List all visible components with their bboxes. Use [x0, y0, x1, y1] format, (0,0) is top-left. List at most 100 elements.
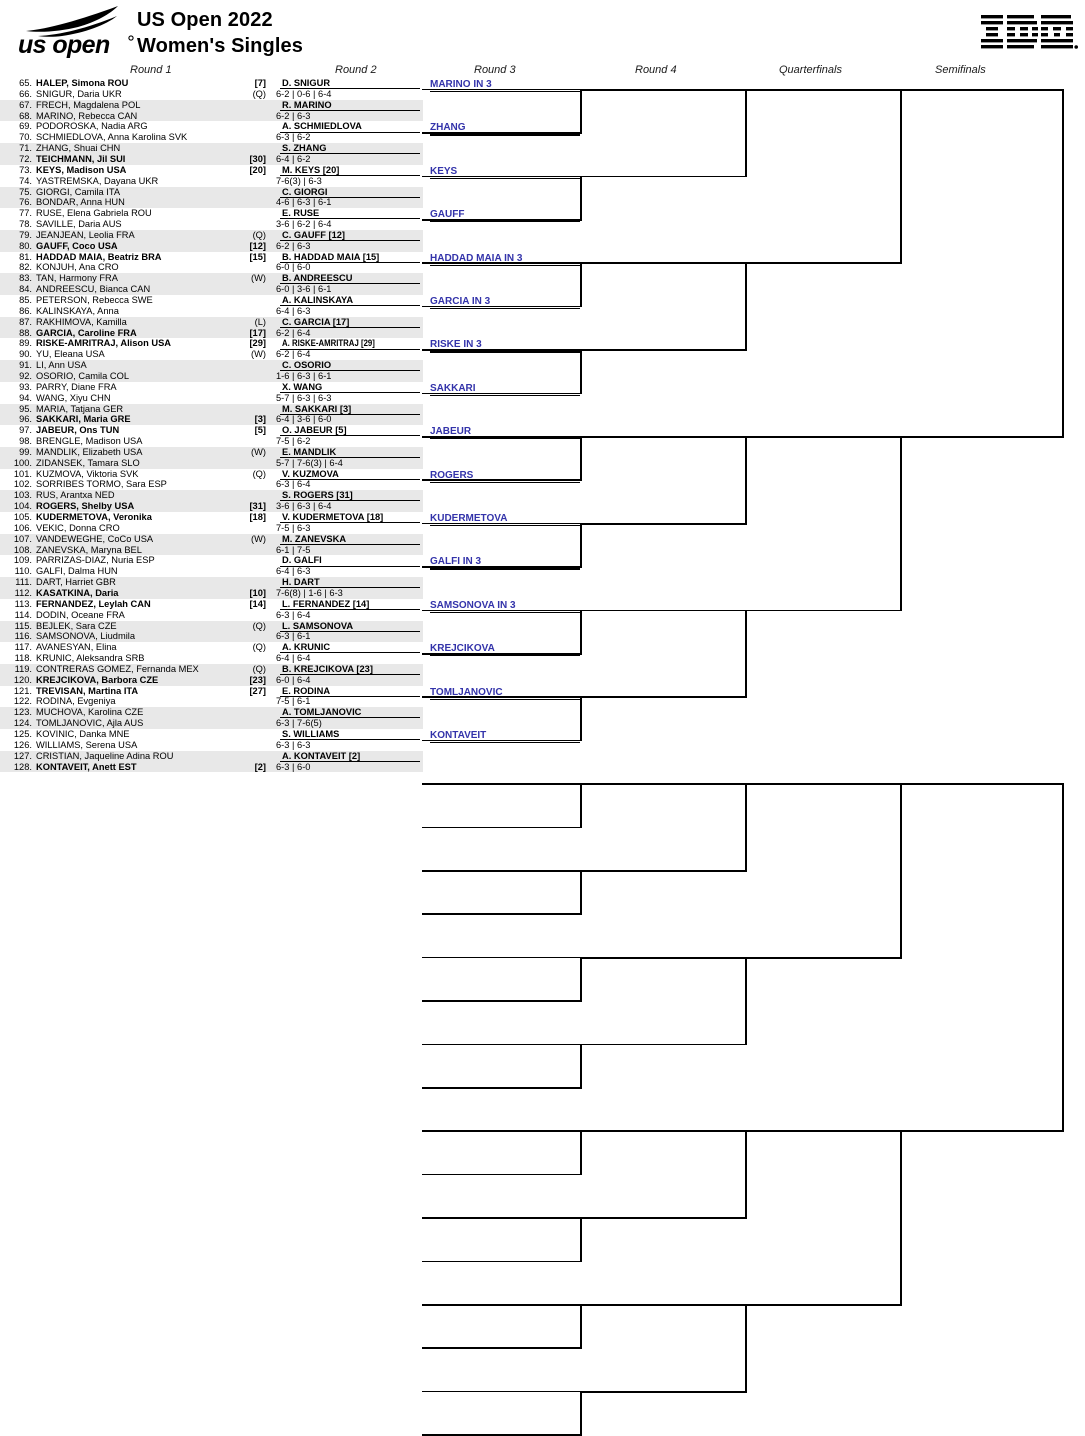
round3-slot[interactable]: MARINO IN 3 [430, 79, 582, 93]
round1-entry[interactable]: 97.JABEUR, Ons TUN[5] [0, 425, 268, 436]
round1-entry[interactable]: 126.WILLIAMS, Serena USA [0, 740, 268, 751]
round1-entry[interactable]: 100.ZIDANSEK, Tamara SLO [0, 458, 268, 469]
round3-slot[interactable]: GAUFF [430, 209, 582, 223]
round1-entry[interactable]: 68.MARINO, Rebecca CAN [0, 111, 268, 122]
round1-entry[interactable]: 125.KOVINIC, Danka MNE [0, 729, 268, 740]
round1-entry[interactable]: 110.GALFI, Dalma HUN [0, 566, 268, 577]
round1-entry[interactable]: 74.YASTREMSKA, Dayana UKR [0, 176, 268, 187]
round3-slot[interactable]: SAKKARI [430, 383, 582, 397]
round1-entry[interactable]: 99.MANDLIK, Elizabeth USA(W) [0, 447, 268, 458]
round1-entry[interactable]: 89.RISKE-AMRITRAJ, Alison USA[29] [0, 338, 268, 349]
round2-slot[interactable]: A. RISKE-AMRITRAJ [29]6-2 | 6-4 [272, 338, 422, 360]
round1-entry[interactable]: 98.BRENGLE, Madison USA [0, 436, 268, 447]
round1-entry[interactable]: 86.KALINSKAYA, Anna [0, 306, 268, 317]
round1-entry[interactable]: 77.RUSE, Elena Gabriela ROU [0, 208, 268, 219]
round2-slot[interactable]: M. KEYS [20]7-6(3) | 6-3 [272, 165, 422, 187]
round1-entry[interactable]: 87.RAKHIMOVA, Kamilla(L) [0, 317, 268, 328]
round1-entry[interactable]: 124.TOMLJANOVIC, Ajla AUS [0, 718, 268, 729]
round1-entry[interactable]: 102.SORRIBES TORMO, Sara ESP [0, 479, 268, 490]
round1-entry[interactable]: 101.KUZMOVA, Viktoria SVK(Q) [0, 469, 268, 480]
round1-entry[interactable]: 94.WANG, Xiyu CHN [0, 393, 268, 404]
round1-entry[interactable]: 65.HALEP, Simona ROU[7] [0, 78, 268, 89]
round3-slot[interactable]: SAMSONOVA IN 3 [430, 600, 582, 614]
round1-entry[interactable]: 71.ZHANG, Shuai CHN [0, 143, 268, 154]
round3-slot[interactable]: GARCIA IN 3 [430, 296, 582, 310]
round2-slot[interactable]: C. GARCIA [17]6-2 | 6-4 [272, 317, 422, 339]
round2-slot[interactable]: A. KONTAVEIT [2]6-3 | 6-0 [272, 751, 422, 773]
round1-entry[interactable]: 121.TREVISAN, Martina ITA[27] [0, 686, 268, 697]
round1-entry[interactable]: 105.KUDERMETOVA, Veronika[18] [0, 512, 268, 523]
round1-entry[interactable]: 109.PARRIZAS-DIAZ, Nuria ESP [0, 555, 268, 566]
round3-slot[interactable]: JABEUR [430, 426, 582, 440]
round3-slot[interactable]: HADDAD MAIA IN 3 [430, 253, 582, 267]
round1-entry[interactable]: 128.KONTAVEIT, Anett EST[2] [0, 762, 268, 773]
round3-slot[interactable]: RISKE IN 3 [430, 339, 582, 353]
round1-entry[interactable]: 69.PODOROSKA, Nadia ARG [0, 121, 268, 132]
round1-entry[interactable]: 93.PARRY, Diane FRA [0, 382, 268, 393]
round1-entry[interactable]: 67.FRECH, Magdalena POL [0, 100, 268, 111]
round1-entry[interactable]: 115.BEJLEK, Sara CZE(Q) [0, 621, 268, 632]
round2-slot[interactable]: S. ROGERS [31]3-6 | 6-3 | 6-4 [272, 490, 422, 512]
round1-entry[interactable]: 91.LI, Ann USA [0, 360, 268, 371]
round1-entry[interactable]: 116.SAMSONOVA, Liudmila [0, 631, 268, 642]
round1-entry[interactable]: 120.KREJCIKOVA, Barbora CZE[23] [0, 675, 268, 686]
round1-entry[interactable]: 122.RODINA, Evgeniya [0, 696, 268, 707]
round1-entry[interactable]: 76.BONDAR, Anna HUN [0, 197, 268, 208]
round1-entry[interactable]: 81.HADDAD MAIA, Beatriz BRA[15] [0, 252, 268, 263]
round1-entry[interactable]: 104.ROGERS, Shelby USA[31] [0, 501, 268, 512]
round2-slot[interactable]: C. GAUFF [12]6-2 | 6-3 [272, 230, 422, 252]
round1-entry[interactable]: 85.PETERSON, Rebecca SWE [0, 295, 268, 306]
round1-entry[interactable]: 112.KASATKINA, Daria[10] [0, 588, 268, 599]
round1-entry[interactable]: 75.GIORGI, Camila ITA [0, 187, 268, 198]
round2-slot[interactable]: V. KUDERMETOVA [18]7-5 | 6-3 [272, 512, 422, 534]
round3-slot[interactable]: TOMLJANOVIC [430, 687, 582, 701]
round1-entry[interactable]: 114.DODIN, Oceane FRA [0, 610, 268, 621]
round1-entry[interactable]: 118.KRUNIC, Aleksandra SRB [0, 653, 268, 664]
round1-entry[interactable]: 108.ZANEVSKA, Maryna BEL [0, 545, 268, 556]
round1-entry[interactable]: 95.MARIA, Tatjana GER [0, 404, 268, 415]
round1-entry[interactable]: 80.GAUFF, Coco USA[12] [0, 241, 268, 252]
round3-slot[interactable]: KEYS [430, 166, 582, 180]
round1-entry[interactable]: 111.DART, Harriet GBR [0, 577, 268, 588]
round1-entry[interactable]: 88.GARCIA, Caroline FRA[17] [0, 328, 268, 339]
round1-entry[interactable]: 84.ANDREESCU, Bianca CAN [0, 284, 268, 295]
round2-slot[interactable]: M. SAKKARI [3]6-4 | 3-6 | 6-0 [272, 404, 422, 426]
round1-entry[interactable]: 113.FERNANDEZ, Leylah CAN[14] [0, 599, 268, 610]
round1-entry[interactable]: 90.YU, Eleana USA(W) [0, 349, 268, 360]
round2-slot[interactable]: O. JABEUR [5]7-5 | 6-2 [272, 425, 422, 447]
round3-slot[interactable]: KUDERMETOVA [430, 513, 582, 527]
round2-slot[interactable]: B. HADDAD MAIA [15]6-0 | 6-0 [272, 252, 422, 274]
round3-slot[interactable]: ZHANG [430, 122, 582, 136]
round1-entry[interactable]: 127.CRISTIAN, Jaqueline Adina ROU [0, 751, 268, 762]
round1-entry[interactable]: 78.SAVILLE, Daria AUS [0, 219, 268, 230]
round1-entry[interactable]: 96.SAKKARI, Maria GRE[3] [0, 414, 268, 425]
round1-entry[interactable]: 107.VANDEWEGHE, CoCo USA(W) [0, 534, 268, 545]
round3-slot[interactable]: ROGERS [430, 470, 582, 484]
round1-entry[interactable]: 70.SCHMIEDLOVA, Anna Karolina SVK [0, 132, 268, 143]
round1-entry[interactable]: 73.KEYS, Madison USA[20] [0, 165, 268, 176]
round1-entry[interactable]: 79.JEANJEAN, Leolia FRA(Q) [0, 230, 268, 241]
round3-slot[interactable]: KONTAVEIT [430, 730, 582, 744]
round1-entry[interactable]: 117.AVANESYAN, Elina(Q) [0, 642, 268, 653]
round1-entry[interactable]: 66.SNIGUR, Daria UKR(Q) [0, 89, 268, 100]
round1-entry[interactable]: 72.TEICHMANN, Jil SUI[30] [0, 154, 268, 165]
round1-entry[interactable]: 106.VEKIC, Donna CRO [0, 523, 268, 534]
round1-entry[interactable]: 82.KONJUH, Ana CRO [0, 262, 268, 273]
